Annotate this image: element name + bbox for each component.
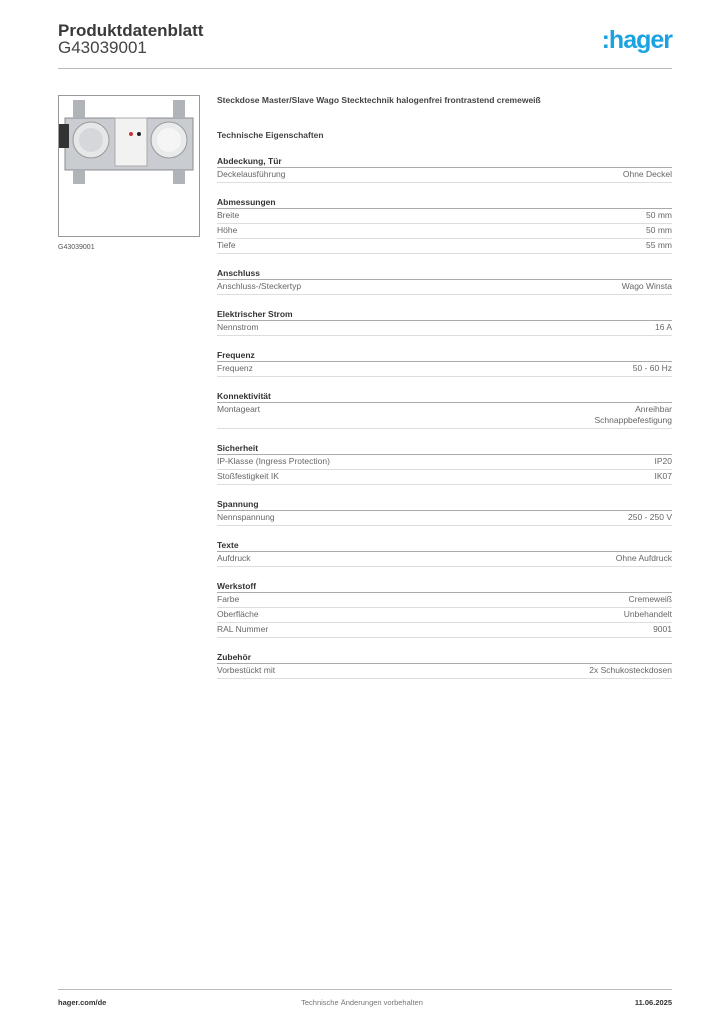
- property-value: IP20: [654, 456, 673, 466]
- header-divider: [58, 68, 672, 69]
- property-label: RAL Nummer: [217, 624, 269, 634]
- property-row: RAL Nummer 9001: [217, 623, 672, 638]
- property-value: Anreihbar Schnappbefestigung: [594, 404, 672, 425]
- group-title: Abdeckung, Tür: [217, 155, 672, 168]
- hager-logo: :hager: [601, 26, 673, 54]
- property-row: Anschluss-/Steckertyp Wago Winsta: [217, 280, 672, 295]
- group-title: Elektrischer Strom: [217, 308, 672, 321]
- product-name: Steckdose Master/Slave Wago Stecktechnik…: [217, 95, 541, 105]
- property-row: IP-Klasse (Ingress Protection) IP20: [217, 455, 672, 470]
- property-row: Stoßfestigkeit IK IK07: [217, 470, 672, 485]
- property-row: Frequenz 50 - 60 Hz: [217, 362, 672, 377]
- group-title: Konnektivität: [217, 390, 672, 403]
- property-row: Nennspannung 250 - 250 V: [217, 511, 672, 526]
- product-code: G43039001: [58, 38, 147, 57]
- property-row: Deckelausführung Ohne Deckel: [217, 168, 672, 183]
- group-title: Sicherheit: [217, 442, 672, 455]
- property-label: Frequenz: [217, 363, 253, 373]
- tech-title: Technische Eigenschaften: [217, 130, 324, 140]
- property-label: Anschluss-/Steckertyp: [217, 281, 302, 291]
- property-label: Aufdruck: [217, 553, 251, 563]
- property-value: 50 - 60 Hz: [632, 363, 672, 373]
- property-row: Nennstrom 16 A: [217, 321, 672, 336]
- property-row: Oberfläche Unbehandelt: [217, 608, 672, 623]
- property-label: Oberfläche: [217, 609, 259, 619]
- property-row: Farbe Cremeweiß: [217, 593, 672, 608]
- property-value: Ohne Deckel: [622, 169, 672, 179]
- footer-divider: [58, 989, 672, 990]
- property-value: Unbehandelt: [623, 609, 672, 619]
- image-caption: G43039001: [58, 244, 95, 251]
- property-value: 50 mm: [646, 225, 672, 235]
- property-label: IP-Klasse (Ingress Protection): [217, 456, 330, 466]
- property-value: 55 mm: [646, 240, 672, 250]
- property-label: Höhe: [217, 225, 238, 235]
- footer-date: 11.06.2025: [634, 998, 672, 1007]
- group-title: Spannung: [217, 498, 672, 511]
- socket-product-image-icon: [59, 100, 194, 184]
- property-label: Breite: [217, 210, 240, 220]
- group-title: Zubehör: [217, 651, 672, 664]
- property-value: 50 mm: [646, 210, 672, 220]
- property-label: Stoßfestigkeit IK: [217, 471, 279, 481]
- footer-website: hager.com/de: [58, 998, 107, 1007]
- property-label: Nennstrom: [217, 322, 259, 332]
- property-value: IK07: [654, 471, 673, 481]
- property-value: Ohne Aufdruck: [615, 553, 672, 563]
- property-label: Deckelausführung: [217, 169, 286, 179]
- page-title: Produktdatenblatt: [58, 21, 204, 40]
- property-row: Breite 50 mm: [217, 209, 672, 224]
- group-title: Werkstoff: [217, 580, 672, 593]
- property-label: Farbe: [217, 594, 240, 604]
- property-label: Tiefe: [217, 240, 236, 250]
- product-image: [58, 95, 200, 237]
- footer-disclaimer: Technische Änderungen vorbehalten: [301, 998, 423, 1007]
- property-value: 9001: [653, 624, 672, 634]
- group-title: Frequenz: [217, 349, 672, 362]
- property-value: Cremeweiß: [628, 594, 672, 604]
- property-row: Vorbestückt mit 2x Schukosteckdosen: [217, 664, 672, 679]
- property-row: Montageart Anreihbar Schnappbefestigung: [217, 403, 672, 429]
- group-title: Texte: [217, 539, 672, 552]
- property-label: Vorbestückt mit: [217, 665, 276, 675]
- property-label: Nennspannung: [217, 512, 275, 522]
- property-value: 250 - 250 V: [628, 512, 672, 522]
- property-value: 16 A: [654, 322, 672, 332]
- property-value: 2x Schukosteckdosen: [589, 665, 672, 675]
- property-label: Montageart: [217, 404, 260, 414]
- property-row: Aufdruck Ohne Aufdruck: [217, 552, 672, 567]
- group-title: Abmessungen: [217, 196, 672, 209]
- property-row: Tiefe 55 mm: [217, 239, 672, 254]
- group-title: Anschluss: [217, 267, 672, 280]
- property-row: Höhe 50 mm: [217, 224, 672, 239]
- product-details: Steckdose Master/Slave Wago Stecktechnik…: [217, 95, 672, 679]
- property-value: Wago Winsta: [621, 281, 672, 291]
